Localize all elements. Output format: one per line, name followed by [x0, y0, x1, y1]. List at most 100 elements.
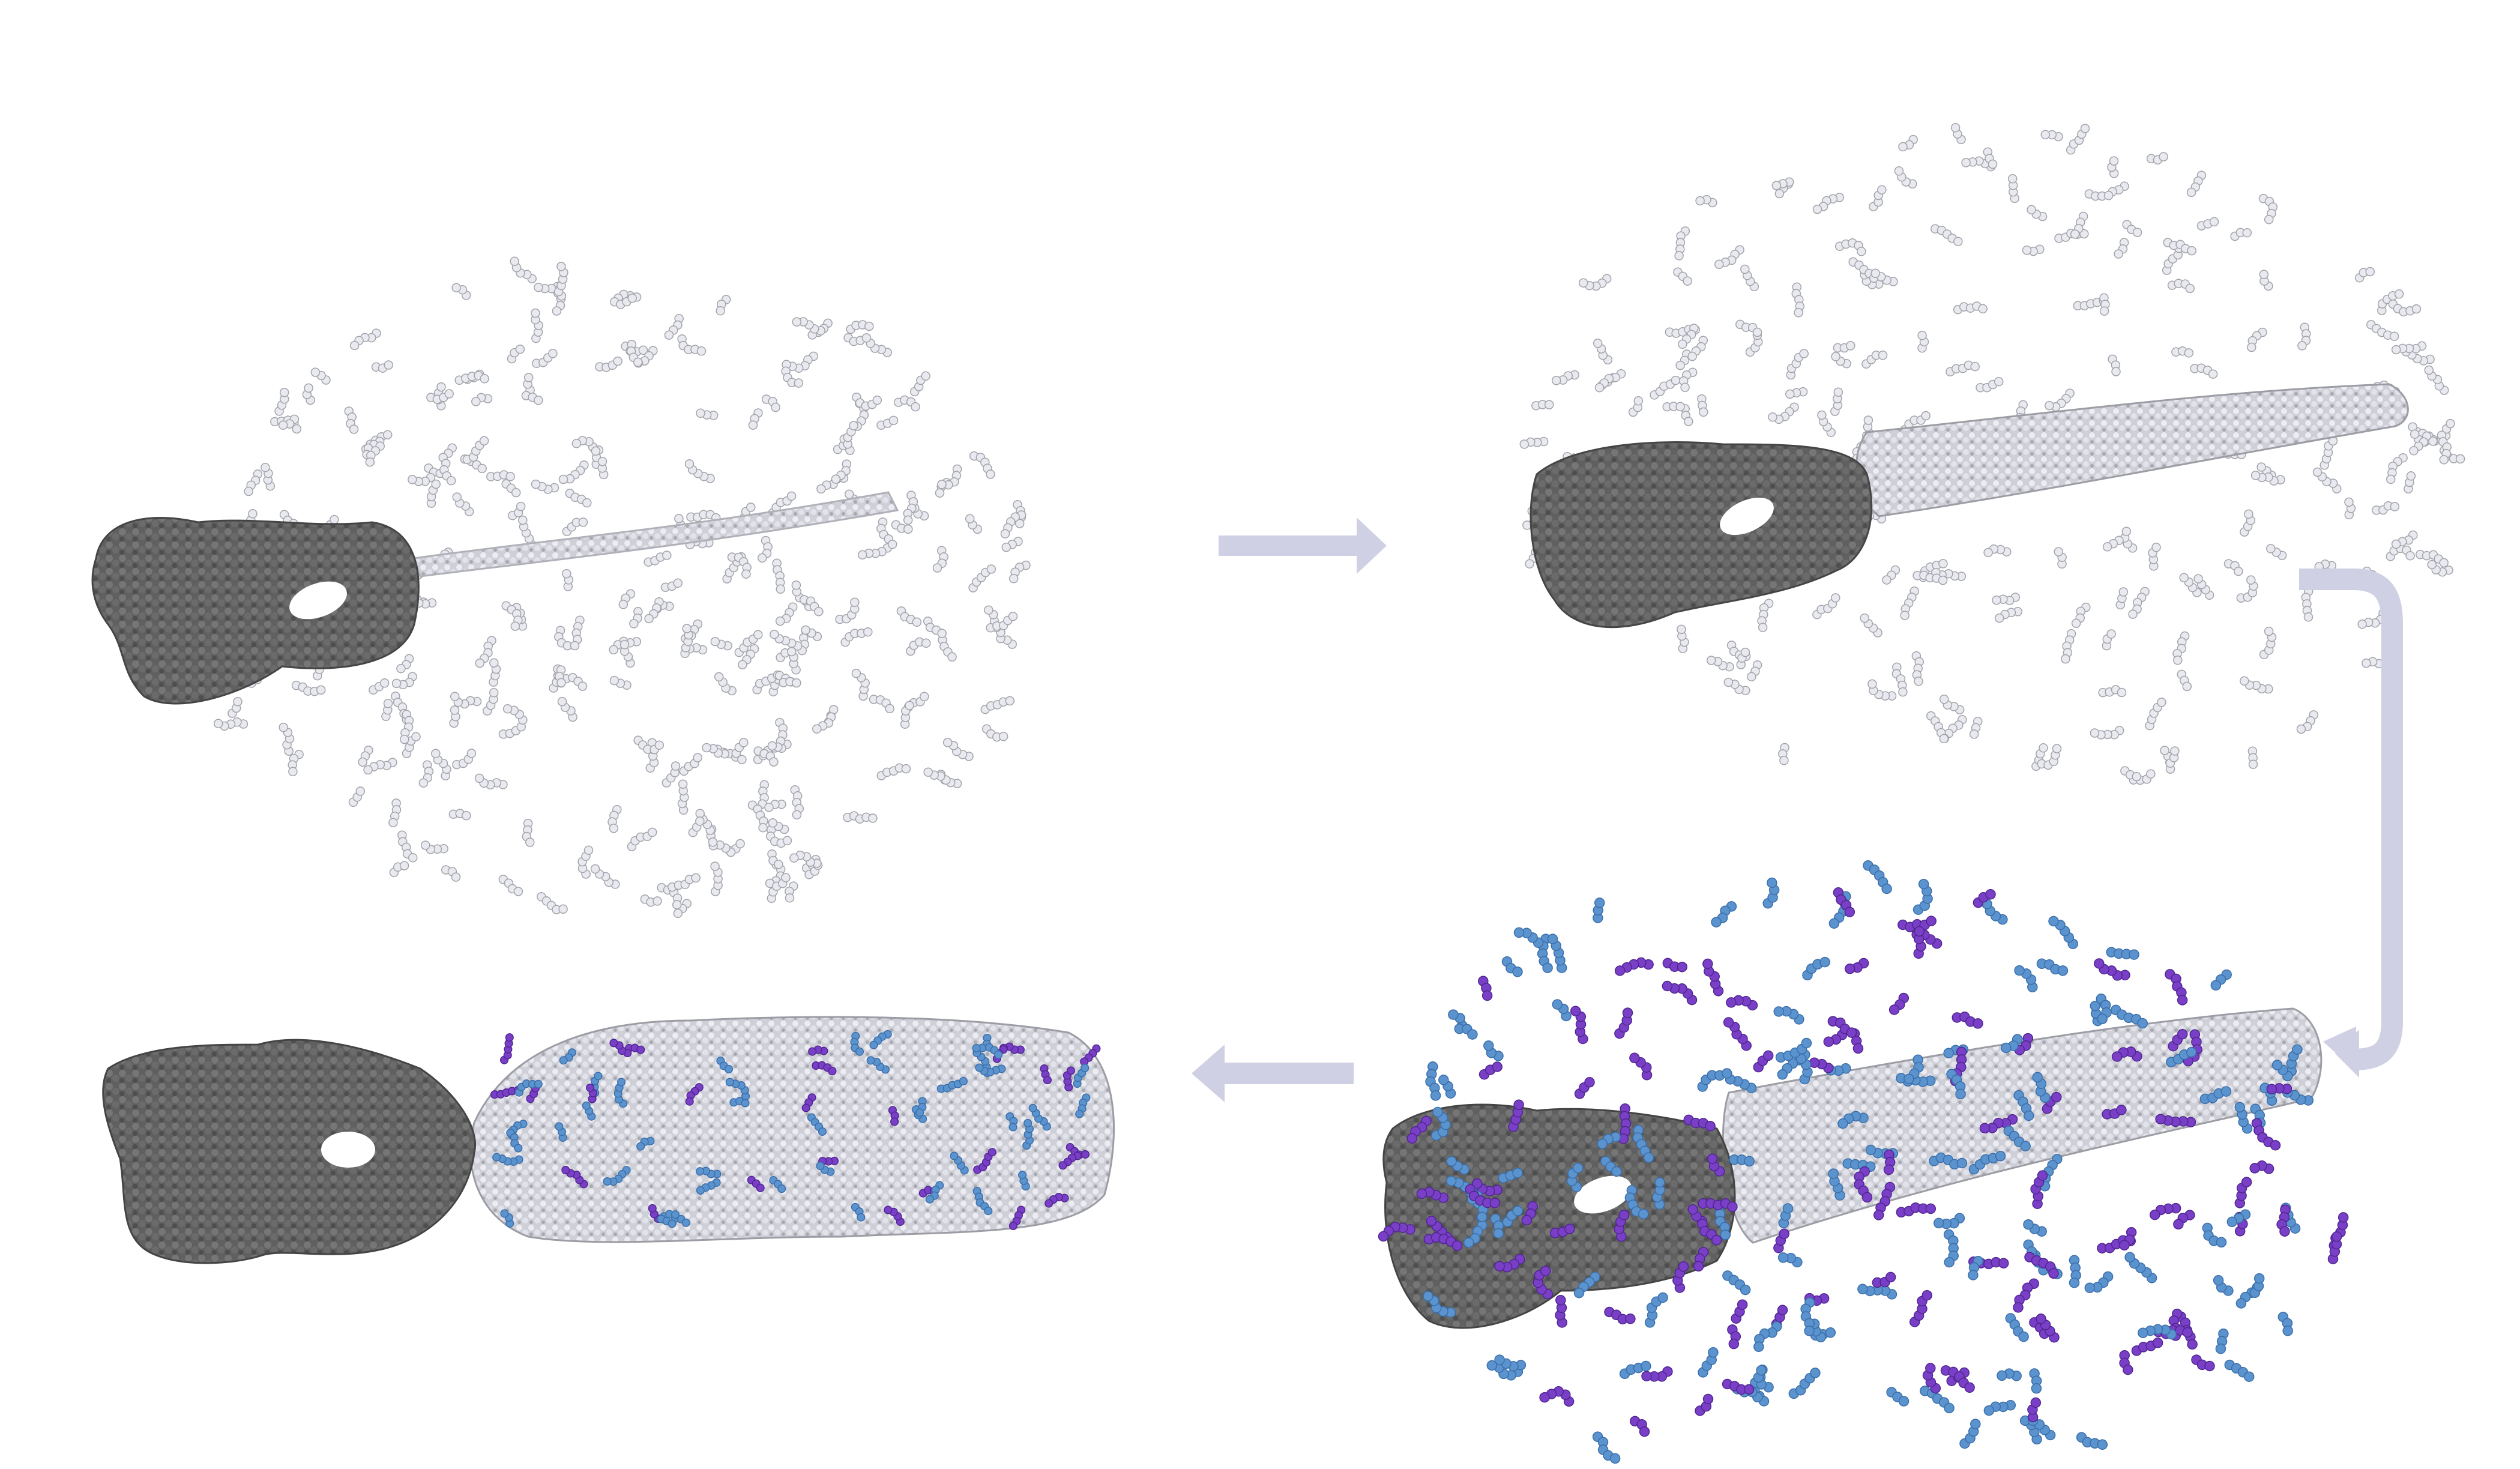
molecule — [1929, 1152, 1968, 1170]
molecule — [522, 818, 535, 847]
molecule — [1898, 134, 1918, 152]
molecule — [1687, 336, 1708, 361]
molecule — [492, 1153, 523, 1166]
molecule — [1926, 711, 1949, 744]
molecule — [288, 749, 304, 777]
molecule — [381, 699, 393, 722]
molecule — [696, 1166, 722, 1178]
molecule — [1592, 1431, 1621, 1464]
molecule — [688, 816, 705, 837]
molecule — [1566, 1162, 1584, 1192]
molecule — [554, 626, 573, 651]
decorated-filament — [469, 1016, 1115, 1243]
molecule — [2106, 947, 2139, 960]
molecule — [1022, 1118, 1034, 1150]
molecule — [2146, 152, 2168, 165]
molecule — [1982, 899, 2008, 925]
molecule — [2193, 574, 2214, 600]
molecule — [1597, 1132, 1621, 1150]
molecule — [1931, 224, 1963, 247]
molecule — [869, 695, 894, 714]
molecule — [2362, 657, 2384, 669]
molecule — [1722, 1378, 1755, 1395]
molecule — [475, 636, 496, 668]
molecule — [1909, 1290, 1932, 1327]
molecule — [1672, 1261, 1689, 1293]
molecule — [2391, 341, 2427, 355]
molecule — [775, 602, 798, 626]
arrow-right-icon — [1219, 517, 1387, 574]
molecule — [1063, 1066, 1075, 1092]
molecule — [640, 894, 662, 907]
molecule — [986, 611, 1018, 633]
molecule — [2223, 559, 2243, 576]
molecule — [1472, 1178, 1503, 1196]
molecule — [2327, 1231, 2342, 1264]
molecule — [851, 668, 870, 701]
molecule — [2036, 1314, 2060, 1343]
molecule — [729, 1097, 750, 1108]
molecule — [1773, 1006, 1804, 1025]
molecule — [799, 595, 824, 617]
molecule — [1614, 957, 1654, 976]
molecule — [1844, 958, 1869, 974]
molecule — [1502, 1205, 1524, 1228]
molecule — [2401, 347, 2435, 366]
molecule — [454, 371, 489, 385]
molecule — [2249, 1160, 2274, 1174]
molecule — [474, 773, 508, 790]
molecule — [448, 809, 471, 821]
molecule — [471, 393, 493, 406]
molecule — [677, 334, 707, 356]
molecule — [915, 1097, 927, 1117]
molecule — [1863, 860, 1892, 894]
molecule — [1454, 1023, 1478, 1040]
molecule — [396, 654, 414, 674]
molecule — [1446, 1156, 1469, 1175]
molecule — [657, 1214, 677, 1228]
molecule — [1624, 1185, 1649, 1219]
molecule — [710, 861, 723, 896]
molecule — [1828, 1168, 1845, 1201]
molecule — [769, 1176, 786, 1193]
molecule — [1501, 956, 1523, 977]
molecule — [2155, 1114, 2196, 1127]
colored-molecule-cloud — [1378, 860, 2349, 1464]
molecule — [1483, 1040, 1504, 1061]
molecule — [2069, 1255, 2081, 1288]
molecule — [923, 617, 947, 638]
molecule — [2094, 958, 2130, 981]
molecule — [2259, 626, 2277, 659]
molecule — [597, 456, 609, 480]
molecule — [2007, 173, 2019, 204]
molecule — [501, 479, 521, 498]
molecule — [790, 785, 804, 820]
molecule — [1773, 1228, 1789, 1253]
molecule — [2024, 1252, 2059, 1279]
molecule — [2022, 244, 2045, 256]
molecule — [562, 569, 574, 591]
molecule — [843, 333, 872, 346]
molecule — [2215, 1329, 2229, 1354]
molecule — [1983, 147, 1998, 169]
molecule — [2199, 1086, 2232, 1105]
molecule — [1552, 999, 1572, 1022]
molecule — [349, 328, 381, 351]
molecule — [1628, 396, 1644, 417]
molecule — [2122, 220, 2142, 237]
molecule — [609, 293, 637, 309]
molecule — [1757, 599, 1774, 632]
molecule — [2096, 994, 2112, 1025]
molecule — [1695, 1393, 1714, 1416]
molecule — [896, 606, 922, 627]
molecule — [781, 360, 804, 388]
molecule — [1551, 370, 1579, 385]
molecule — [1028, 1103, 1051, 1131]
molecule — [1570, 1006, 1588, 1045]
molecule — [747, 800, 768, 833]
molecule — [1894, 166, 1917, 189]
molecule — [968, 564, 996, 593]
molecule — [577, 845, 594, 879]
